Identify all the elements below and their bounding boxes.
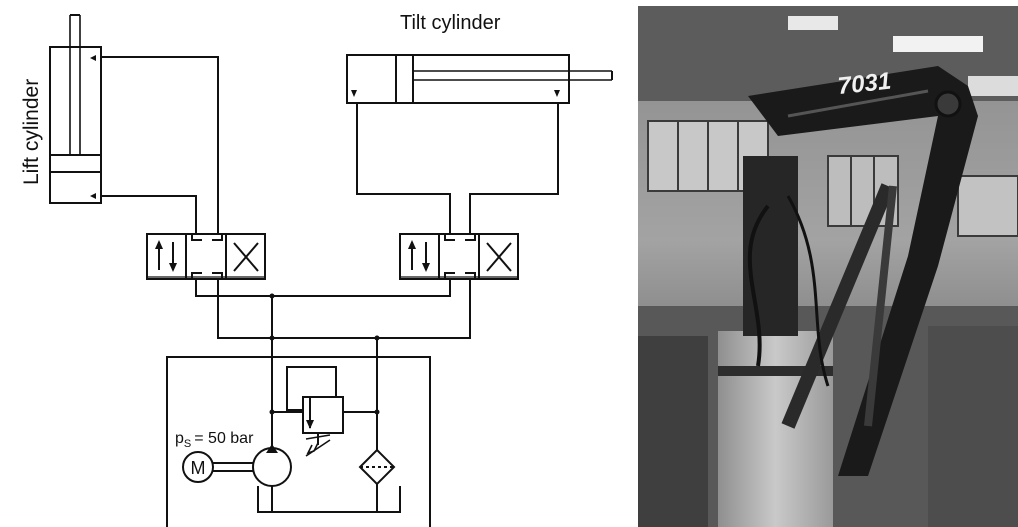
pressure-subscript: S xyxy=(184,438,191,450)
pressure-value: = 50 bar xyxy=(194,430,254,447)
lift-cylinder xyxy=(49,14,102,204)
directional-valve-lift xyxy=(146,233,266,280)
directional-valve-tilt xyxy=(399,233,519,280)
tilt-hydraulic-lines xyxy=(356,103,559,234)
tilt-cylinder xyxy=(346,54,613,104)
tilt-cylinder-label: Tilt cylinder xyxy=(400,12,501,34)
pressure-label: pS= 50 bar xyxy=(175,430,254,450)
crane-photo: 7031 xyxy=(638,6,1018,527)
motor-label: M xyxy=(191,458,206,478)
power-unit xyxy=(166,356,431,527)
ceiling-light xyxy=(893,36,983,52)
hydraulic-schematic: Lift cylinder Tilt cylinder pS= 50 bar M xyxy=(20,12,613,527)
crane-id-text: 7031 xyxy=(836,68,892,100)
filter xyxy=(358,448,396,512)
motor xyxy=(182,451,253,483)
supply-return-lines xyxy=(195,279,471,450)
lift-hydraulic-lines xyxy=(101,56,219,234)
svg-text:pS= 50 bar: pS= 50 bar xyxy=(175,430,254,450)
relief-valve xyxy=(272,366,380,457)
pump xyxy=(252,444,292,487)
lift-cylinder-label: Lift cylinder xyxy=(20,79,43,185)
ceiling-light xyxy=(788,16,838,30)
pressure-symbol: p xyxy=(175,430,184,447)
